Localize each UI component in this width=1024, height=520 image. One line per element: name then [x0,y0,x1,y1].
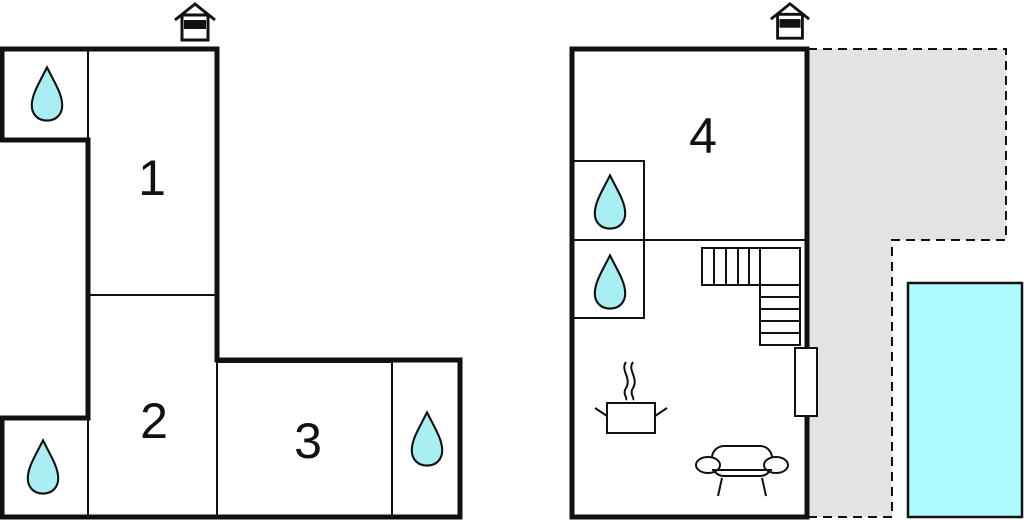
room-number-3: 3 [294,413,322,469]
staircase-icon [701,247,801,346]
right-floor-plan: 4 [569,2,1024,520]
room-number-1: 1 [138,150,166,206]
water-drop-icon [30,66,64,122]
water-drop-icon [410,411,444,467]
left-outer-wall [0,46,463,520]
entrance-house-icon [173,2,217,42]
left-floor-plan: 1 2 3 [0,2,463,520]
right-outer-wall [569,46,810,520]
water-drop-icon [593,174,627,230]
sofa-icon [695,445,789,497]
water-drop-icon [26,439,60,495]
room-number-2: 2 [140,393,168,449]
entrance-house-icon [769,2,811,40]
swimming-pool [906,281,1024,519]
cooking-pot-icon [594,361,668,434]
water-drop-icon [593,254,627,310]
wall-cabinet [794,347,818,417]
room-number-4: 4 [689,108,717,164]
